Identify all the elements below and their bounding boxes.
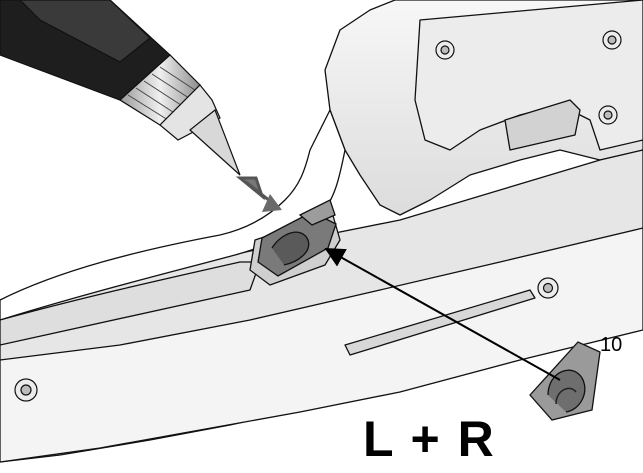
bolt-holes	[14, 30, 622, 402]
adhesive-tube	[0, 0, 241, 176]
assembly-arrow	[324, 248, 561, 381]
part-number-label: 10	[600, 334, 623, 356]
side-indicator-label: L + R	[363, 411, 496, 467]
adhesive-pointer	[235, 176, 282, 212]
frame-body	[0, 0, 643, 463]
loose-clip-part	[529, 341, 601, 421]
installed-clip	[257, 199, 337, 277]
